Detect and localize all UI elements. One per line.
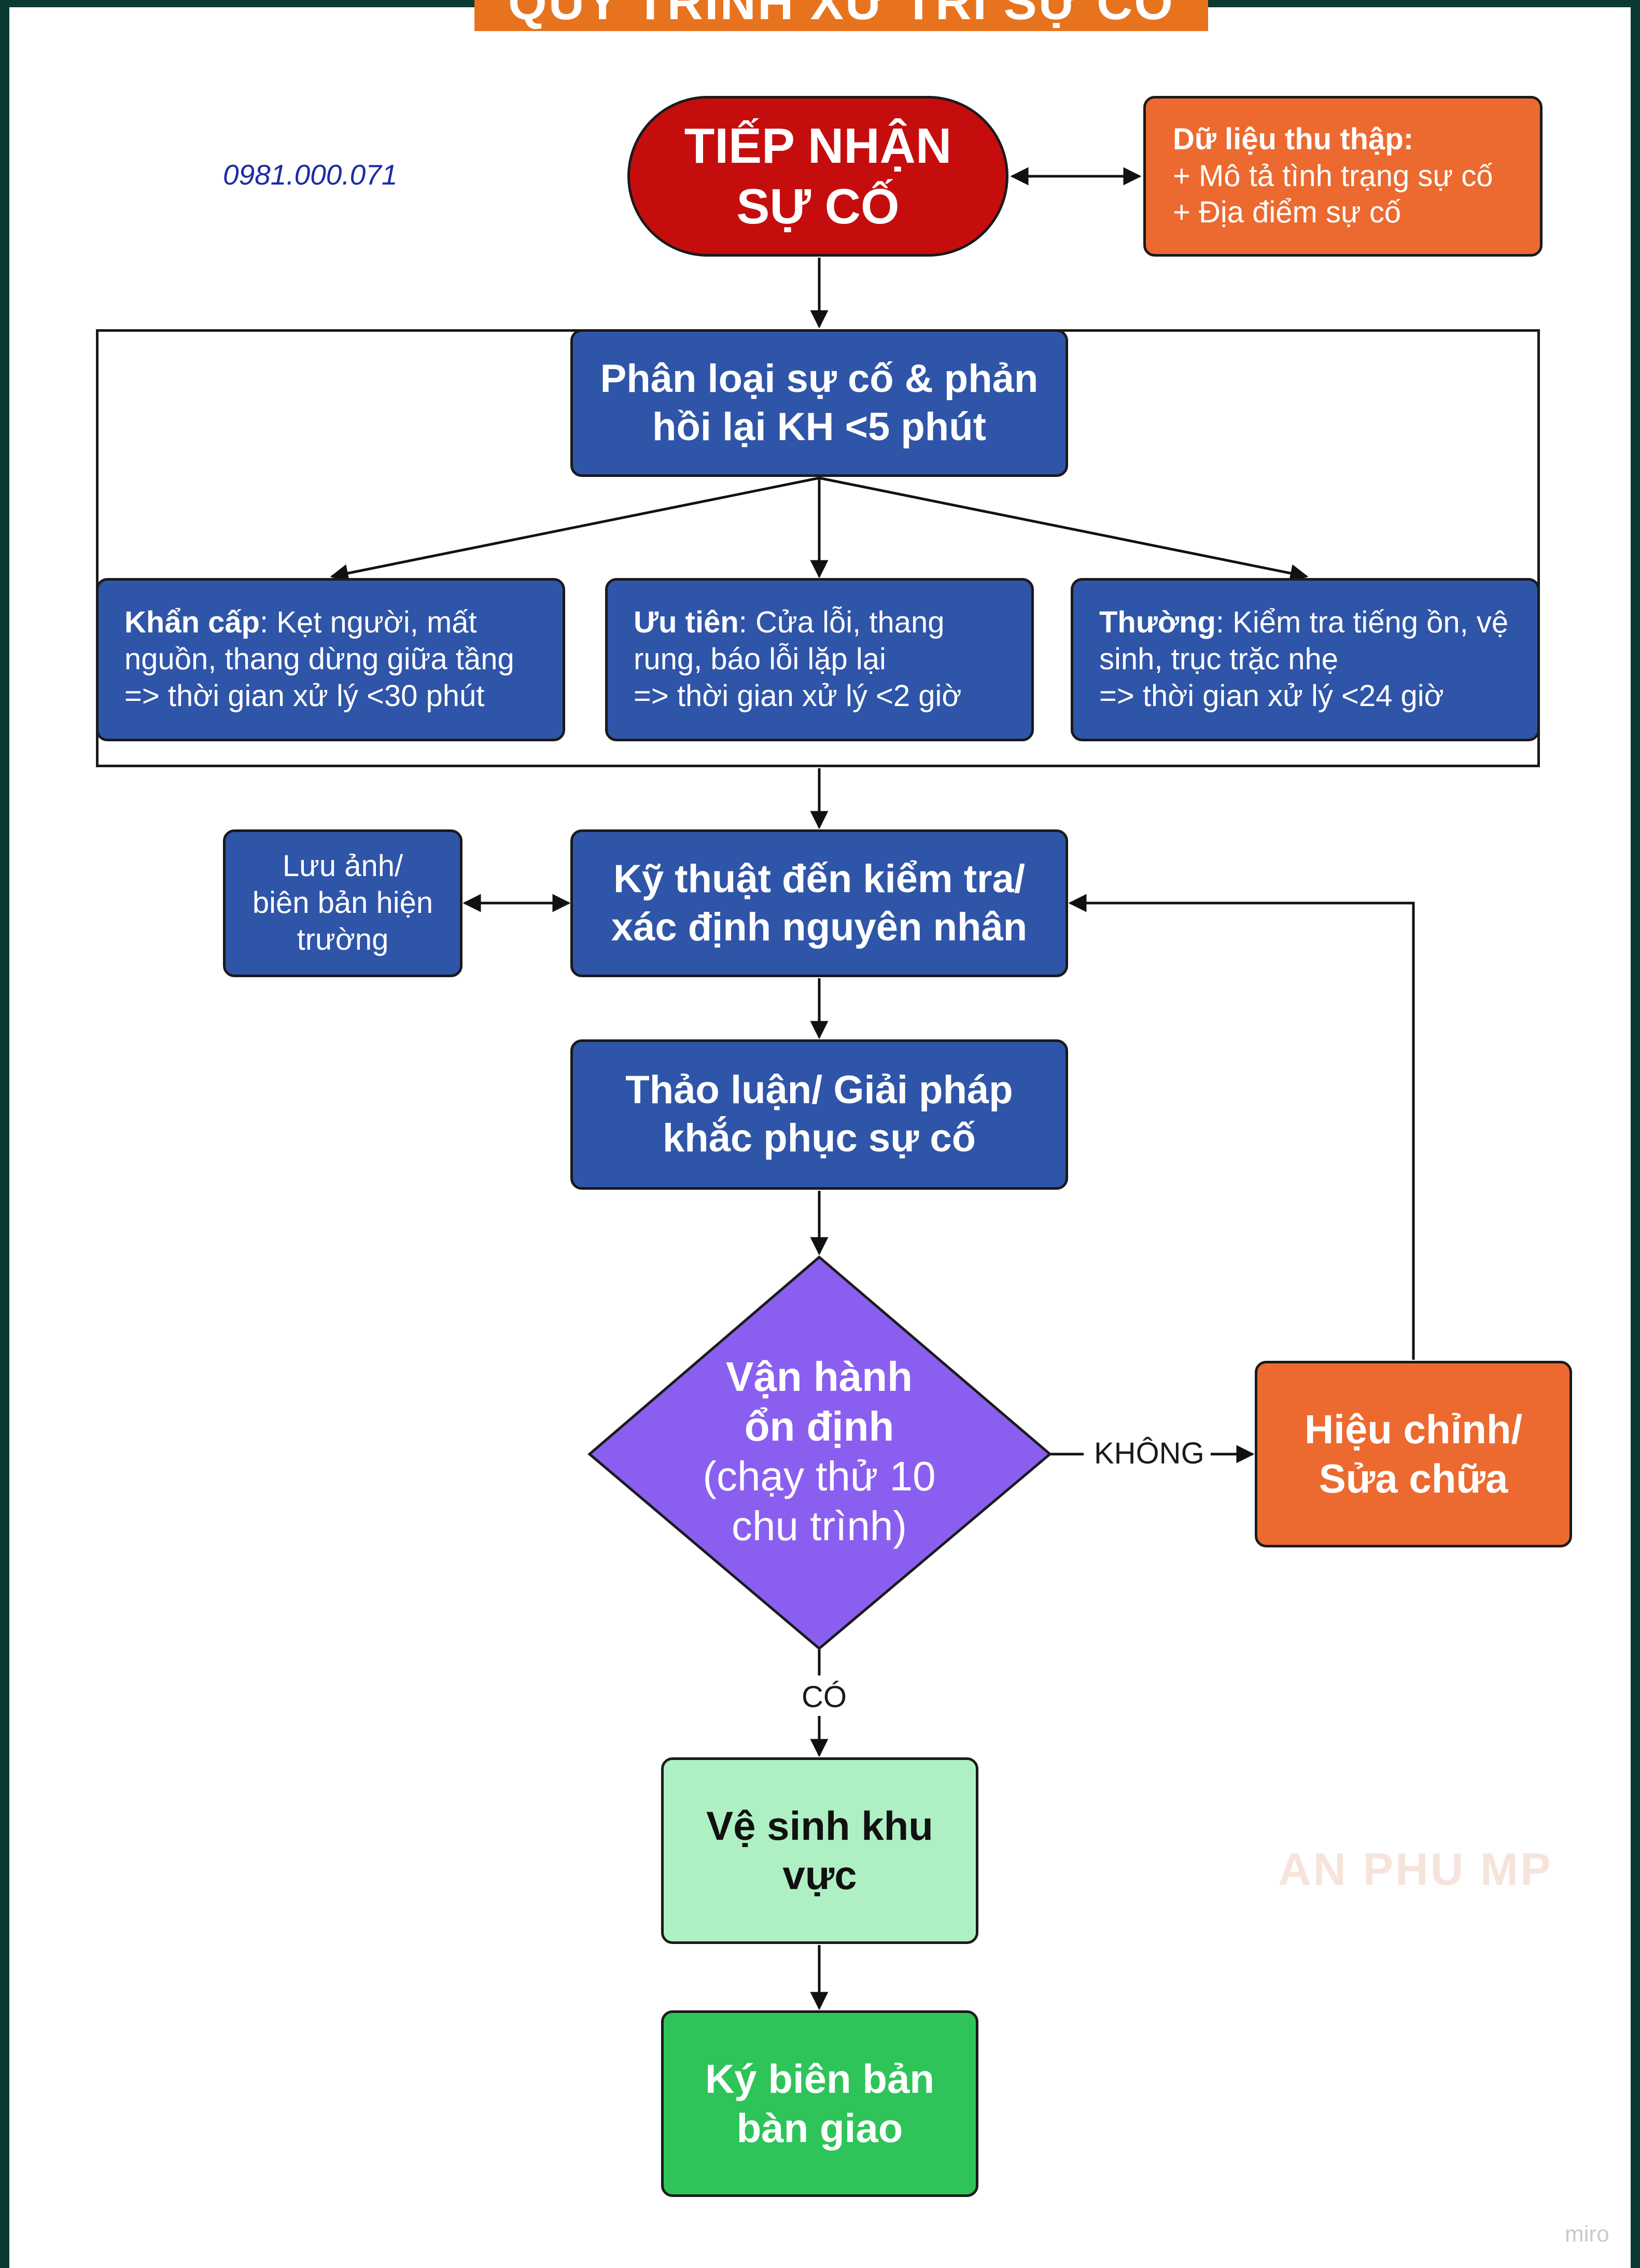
fix-repair-node: Hiệu chỉnh/ Sửa chữa — [1255, 1361, 1572, 1547]
classify-label-line2: hồi lại KH <5 phút — [652, 404, 986, 449]
category-time: => thời gian xử lý <2 giờ — [634, 679, 962, 713]
photo-label-line: biên bản hiện — [252, 886, 433, 920]
photo-label-line: trường — [297, 922, 389, 956]
technician-inspect-node: Kỹ thuật đến kiểm tra/ xác định nguyên n… — [570, 829, 1068, 977]
clean-label-line1: Vệ sinh khu — [706, 1802, 933, 1849]
category-name: Ưu tiên — [634, 605, 739, 640]
start-label-line2: SỰ CỐ — [736, 179, 900, 234]
classify-node: Phân loại sự cố & phản hồi lại KH <5 phú… — [570, 329, 1068, 477]
category-emergency: Khẩn cấp: Kẹt người, mất nguồn, thang dừ… — [96, 578, 565, 741]
data-collected-note: Dữ liệu thu thập: + Mô tả tình trạng sự … — [1143, 96, 1543, 257]
category-desc: : Kiểm tra tiếng ồn, vệ — [1215, 605, 1509, 640]
handover-label-line1: Ký biên bản — [705, 2055, 935, 2102]
decision-label: Vận hành ổn định (chạy thử 10 chu trình) — [643, 1343, 996, 1560]
category-desc: nguồn, thang dừng giữa tầng — [124, 642, 514, 677]
discuss-label-line1: Thảo luận/ Giải pháp — [625, 1068, 1013, 1112]
category-desc: : Cửa lỗi, thang — [738, 605, 945, 640]
miro-footer-logo: miro — [1565, 2221, 1609, 2247]
category-desc: sinh, trục trặc nhẹ — [1099, 642, 1338, 677]
decision-label-line4: chu trình) — [732, 1503, 907, 1549]
category-name: Thường — [1099, 605, 1216, 640]
edge-label-no: KHÔNG — [1089, 1436, 1210, 1471]
classify-label-line1: Phân loại sự cố & phản — [600, 356, 1039, 401]
category-name: Khẩn cấp — [124, 605, 260, 640]
company-watermark: AN PHU MP — [1278, 1843, 1553, 1895]
frame-right-border — [1631, 0, 1640, 2268]
category-time: => thời gian xử lý <24 giờ — [1099, 679, 1444, 713]
discuss-solution-node: Thảo luận/ Giải pháp khắc phục sự cố — [570, 1039, 1068, 1190]
edge-classify-cat3 — [819, 476, 1309, 582]
edge-label-yes: CÓ — [798, 1680, 850, 1714]
photo-label-line: Lưu ảnh/ — [282, 849, 403, 883]
data-collected-item: + Mô tả tình trạng sự cố — [1173, 159, 1493, 193]
clean-label-line2: vực — [782, 1852, 857, 1898]
decision-label-line3: (chạy thử 10 — [703, 1453, 936, 1499]
decision-label-line2: ổn định — [744, 1403, 894, 1449]
decision-label-line1: Vận hành — [725, 1354, 913, 1400]
category-desc: : Kẹt người, mất — [260, 605, 477, 640]
photo-record-node: Lưu ảnh/ biên bản hiện trường — [223, 829, 462, 977]
handover-label-line2: bàn giao — [736, 2105, 903, 2151]
fix-label-line2: Sửa chữa — [1319, 1456, 1508, 1501]
edge-fix-loop — [1068, 894, 1415, 1360]
clean-area-node: Vệ sinh khu vực — [661, 1757, 978, 1944]
frame-left-border — [0, 0, 9, 2268]
handover-sign-node: Ký biên bản bàn giao — [661, 2010, 978, 2197]
category-desc: rung, báo lỗi lặp lại — [634, 642, 886, 677]
data-collected-title: Dữ liệu thu thập: — [1173, 122, 1414, 156]
category-normal: Thường: Kiểm tra tiếng ồn, vệ sinh, trục… — [1071, 578, 1540, 741]
diagram-title: QUY TRÌNH XỬ TRÍ SỰ CỐ — [474, 0, 1208, 31]
category-time: => thời gian xử lý <30 phút — [124, 679, 485, 713]
technician-label-line2: xác định nguyên nhân — [611, 905, 1028, 949]
edge-classify-cat1 — [330, 476, 820, 582]
phone-number: 0981.000.071 — [223, 159, 398, 191]
decision-diamond — [587, 1255, 1052, 1651]
start-label-line1: TIẾP NHẬN — [684, 118, 952, 174]
category-priority: Ưu tiên: Cửa lỗi, thang rung, báo lỗi lặ… — [605, 578, 1034, 741]
discuss-label-line2: khắc phục sự cố — [662, 1116, 976, 1160]
fix-label-line1: Hiệu chỉnh/ — [1304, 1406, 1523, 1452]
start-node: TIẾP NHẬN SỰ CỐ — [627, 96, 1008, 257]
data-collected-item: + Địa điểm sự cố — [1173, 195, 1401, 230]
technician-label-line1: Kỹ thuật đến kiểm tra/ — [613, 856, 1025, 901]
